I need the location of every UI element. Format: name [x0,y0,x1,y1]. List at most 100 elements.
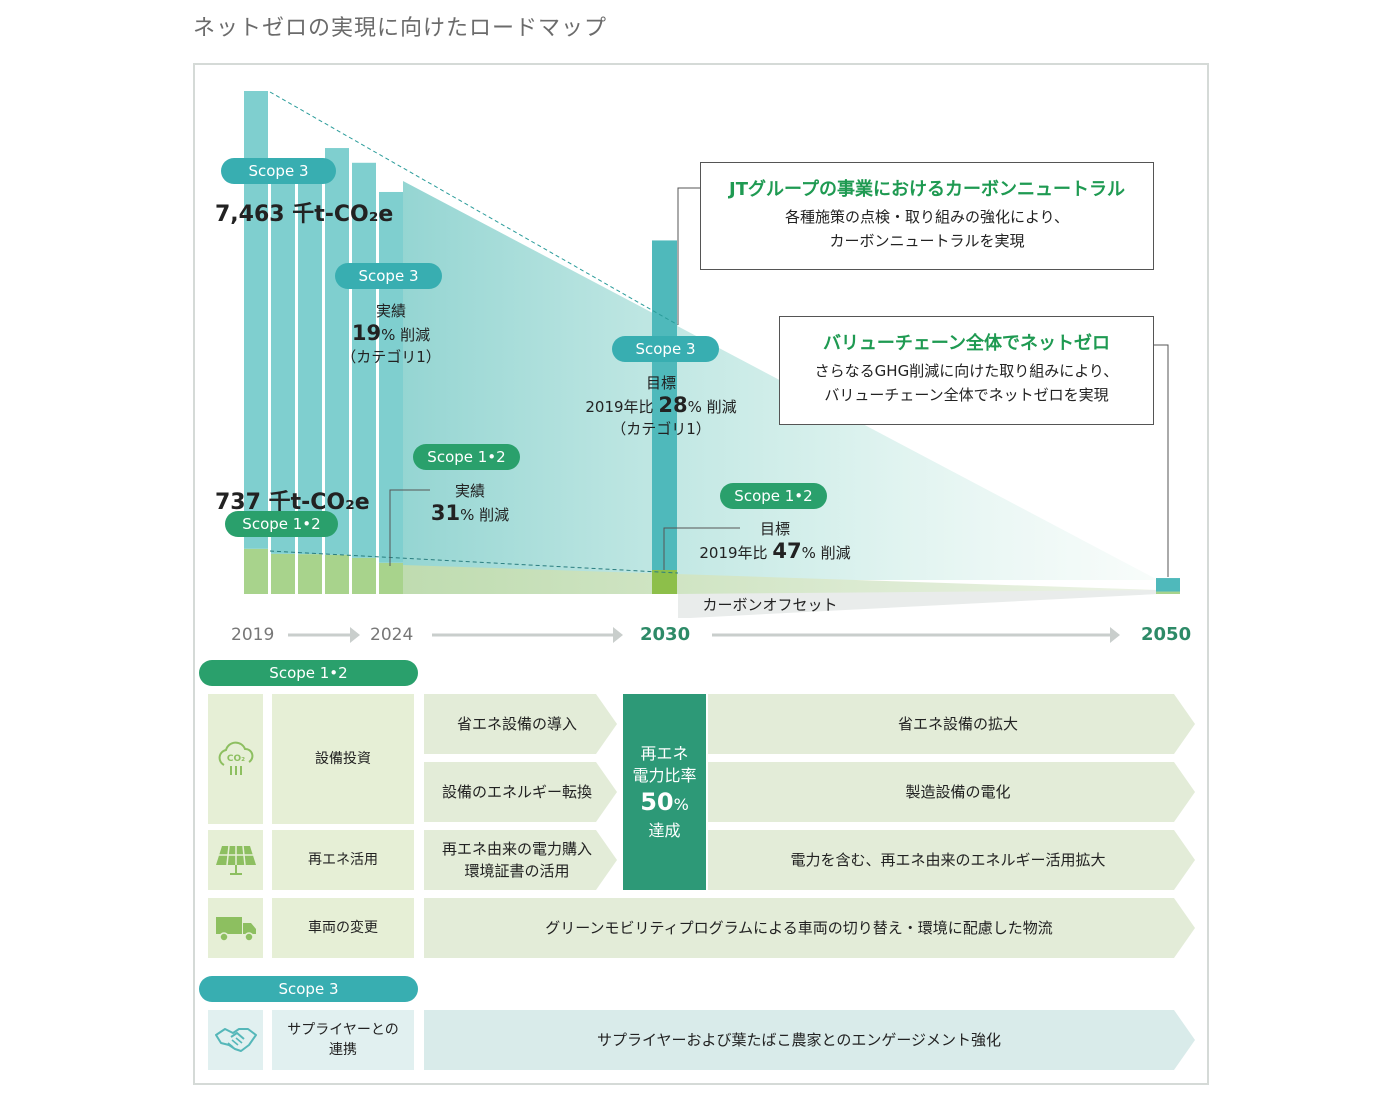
bar-scope3-5 [379,191,403,563]
arrow-energy-switch [424,762,617,822]
callout-carbon-neutral: JTグループの事業におけるカーボンニュートラル 各種施策の点検・取り組みの強化に… [700,162,1154,270]
bar-scope12-1 [271,553,295,594]
target-s12-unit: % 削減 [801,544,851,562]
text-electrify: 製造設備の電化 [905,783,1011,801]
category1-label: （カテゴリ1） [341,348,441,366]
bar-scope3-1 [271,161,295,554]
milestone-value: 50 [640,787,674,816]
text-vehicle: グリーンモビリティプログラムによる車両の切り替え・環境に配慮した物流 [545,919,1053,937]
scope3-pill-2030: Scope 3 [612,336,719,362]
target-s3-value: 28 [658,393,688,417]
actual-scope3-block: 実績 19% 削減 （カテゴリ1） [336,300,446,368]
year-2024: 2024 [370,625,414,645]
target-bar-scope3-2030 [652,240,677,571]
bar-scope12-5 [379,562,403,594]
supplier-line2: 連携 [329,1042,357,1058]
leader-target-s12 [663,527,740,570]
milestone-line2: 電力比率 [632,765,697,785]
text-renew-purchase: 再エネ由来の電力購入 環境証書の活用 [424,830,610,890]
callout-leader-vc [1152,344,1169,577]
actual-label: 実績 [375,302,406,320]
solar-panel-icon [208,830,263,890]
scope12-cone [403,565,1158,594]
scope3-section-header: Scope 3 [199,976,418,1002]
actual-scope12-block: 実績 31% 削減 [420,480,520,526]
row-label-vehicle: 車両の変更 [272,898,414,958]
trend-line-scope3 [269,91,679,326]
target-bar-scope12-2050 [1156,591,1180,594]
callout-leader-jt [677,187,700,325]
callout-vc-line1: さらなるGHG削減に向けた取り組みにより、 [814,362,1119,380]
text-renew-line1: 再エネ由来の電力購入 [441,840,592,858]
row-label-renewable: 再エネ活用 [272,830,414,890]
arrow-renew-purchase [424,830,617,890]
text-eco-intro: 省エネ設備の導入 [456,715,577,733]
timeline-arrowhead-2 [613,627,623,643]
scope12-pill-2019: Scope 1•2 [225,511,338,537]
arrow-electrify [708,762,1195,822]
year-2050: 2050 [1141,624,1192,645]
target-s12-value: 47 [772,539,802,563]
trend-line-scope12 [269,550,679,574]
scope3-pill-2019: Scope 3 [221,158,336,184]
arrow-supplier [424,1010,1195,1070]
bar-scope12-2 [298,554,322,594]
row-label-equipment: 設備投資 [272,694,414,824]
vs2019-label-s12: 2019年比 [699,544,768,562]
target-bar-scope3-2050 [1156,578,1180,592]
handshake-icon [208,1010,263,1070]
actual-label-s12: 実績 [454,482,485,500]
bar-scope3-3 [325,148,349,555]
actual-s3-unit: % 削減 [381,326,431,344]
callout-value-chain: バリューチェーン全体でネットゼロ さらなるGHG削減に向けた取り組みにより、 バ… [779,316,1154,425]
actual-s12-unit: % 削減 [460,506,510,524]
bar-scope3-4 [352,162,376,558]
milestone-line1: 再エネ [640,743,689,763]
callout-jt-line1: 各種施策の点検・取り組みの強化により、 [784,208,1070,226]
target-label-s12: 目標 [759,520,790,538]
milestone-renewable-50: 再エネ 電力比率 50% 達成 [623,694,706,890]
bar-scope12-3 [325,554,349,594]
leader-actual-s12 [389,489,430,566]
carbon-offset-label: カーボンオフセット [702,596,838,614]
bar-scope3-2 [298,175,322,555]
timeline-arrowhead-3 [1110,627,1120,643]
supplier-line1: サプライヤーとの [287,1022,399,1038]
roadmap-frame [193,63,1209,1085]
scope12-pill-2030: Scope 1•2 [720,483,827,509]
callout-vc-title: バリューチェーン全体でネットゼロ [822,333,1111,354]
vs2019-label: 2019年比 [585,398,654,416]
target-label: 目標 [645,374,676,392]
target-s3-unit: % 削減 [687,398,737,416]
co2-cloud-icon: CO₂ [208,694,263,824]
bar-scope12-4 [352,557,376,594]
page-title: ネットゼロの実現に向けたロードマップ [193,16,608,41]
callout-jt-line2: カーボンニュートラルを実現 [829,232,1025,250]
scope12-section-header: Scope 1•2 [199,660,418,686]
callout-jt-title: JTグループの事業におけるカーボンニュートラル [729,179,1125,200]
text-supplier: サプライヤーおよび葉たばこ農家とのエンゲージメント強化 [596,1031,1002,1049]
target-scope12-block: 目標 2019年比 47% 削減 [680,518,870,564]
arrow-renew-expand [708,830,1195,890]
category1-label-2030: （カテゴリ1） [611,420,711,438]
scope3-pill-2024: Scope 3 [335,263,442,289]
text-renew-expand: 電力を含む、再エネ由来のエネルギー活用拡大 [790,851,1106,869]
callout-vc-line2: バリューチェーン全体でネットゼロを実現 [824,386,1109,404]
text-renew-line2: 環境証書の活用 [464,862,570,880]
actual-s3-value: 19 [351,321,382,345]
text-eco-expand: 省エネ設備の拡大 [897,715,1018,733]
base-scope3-value: 7,463 千t-CO₂e [215,202,394,227]
arrow-eco-expand [708,694,1195,754]
actual-s12-value: 31 [430,501,461,525]
target-scope3-block: 目標 2019年比 28% 削減 （カテゴリ1） [566,372,756,440]
carbon-offset-cone [678,590,1158,618]
year-2030: 2030 [640,624,691,645]
timeline-arrowhead-1 [350,627,360,643]
milestone-line3: 達成 [648,820,681,840]
bar-scope12-0 [244,548,268,594]
milestone-unit: % [673,794,689,814]
text-energy-switch: 設備のエネルギー転換 [441,783,592,801]
svg-text:CO₂: CO₂ [226,754,244,764]
milestone-box [623,694,706,890]
